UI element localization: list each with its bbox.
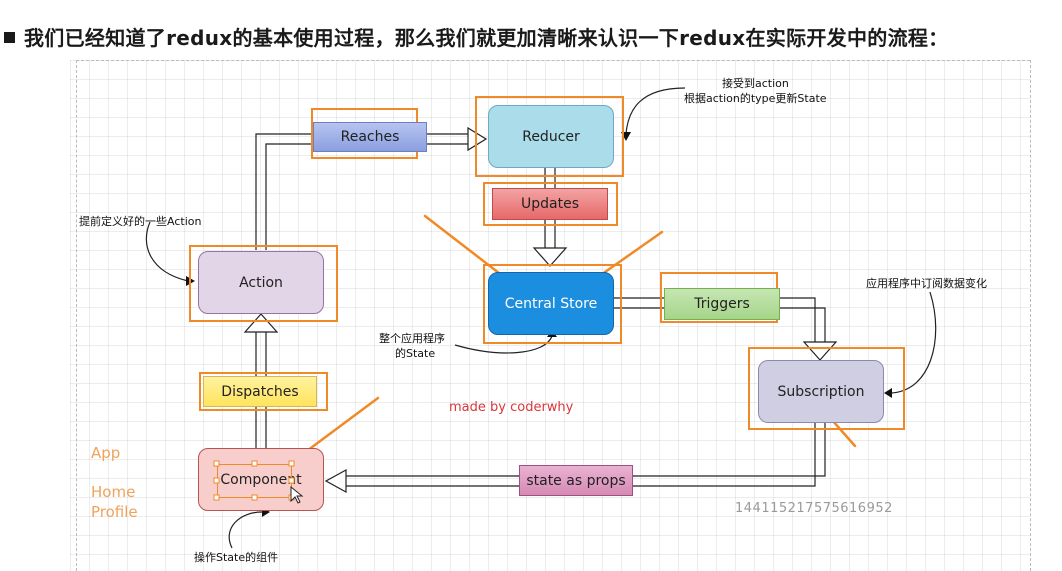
canvas-border-left <box>76 60 77 571</box>
reducer-note-curve <box>625 87 686 135</box>
store-note-line2: 的State <box>395 347 436 360</box>
action-node: Action <box>198 251 324 314</box>
subscription-note-curve <box>889 291 937 394</box>
dispatches-highlight <box>199 372 328 411</box>
reaches-label: Reaches <box>313 122 427 152</box>
state-as-props-label: state as props <box>519 465 633 496</box>
subscription-to-component-arrow <box>346 422 826 477</box>
store-note-curve <box>454 335 553 354</box>
reducer-node: Reducer <box>488 105 614 168</box>
signature-text: made by coderwhy <box>449 400 574 415</box>
side-label-home: Home <box>91 483 136 501</box>
side-label-profile: Profile <box>91 503 138 521</box>
canvas-border-right <box>1030 60 1031 571</box>
component-note: 操作State的组件 <box>194 551 279 564</box>
subscription-highlight <box>748 347 905 430</box>
component-arrowhead <box>324 468 347 494</box>
subscription-node: Subscription <box>758 360 884 423</box>
action-arrowhead <box>243 313 279 333</box>
page-heading-text: 我们已经知道了redux的基本使用过程，那么我们就更加清晰来认识一下redux在… <box>24 26 949 50</box>
updates-highlight <box>483 182 618 226</box>
page-heading: 我们已经知道了redux的基本使用过程，那么我们就更加清晰来认识一下redux在… <box>4 22 948 51</box>
action-highlight <box>189 245 338 322</box>
watermark-id: 144115217575616952 <box>735 501 893 516</box>
component-note-curve <box>228 511 263 549</box>
store-note-line1: 整个应用程序 <box>379 332 445 345</box>
side-label-app: App <box>91 444 121 462</box>
central-store-node: Central Store <box>488 272 614 335</box>
action-note: 提前定义好的一些Action <box>79 215 202 228</box>
canvas-border-top <box>76 60 1030 61</box>
reducer-arrowhead <box>467 126 488 152</box>
dispatches-label: Dispatches <box>203 376 317 407</box>
reducer-note-line2: 根据action的type更新State <box>684 92 827 105</box>
action-note-curve <box>145 221 189 282</box>
square-bullet-icon <box>4 32 15 43</box>
subscription-note: 应用程序中订阅数据变化 <box>866 277 987 290</box>
updates-label: Updates <box>492 188 608 220</box>
mouse-cursor-icon <box>290 485 304 504</box>
orange-pointer-left <box>423 214 510 282</box>
reducer-note-line1: 接受到action <box>722 77 789 90</box>
central-store-highlight <box>483 264 622 344</box>
subscription-arrowhead <box>802 341 838 361</box>
store-arrowhead <box>532 247 568 267</box>
triggers-label: Triggers <box>664 288 780 320</box>
reducer-highlight <box>475 96 624 177</box>
